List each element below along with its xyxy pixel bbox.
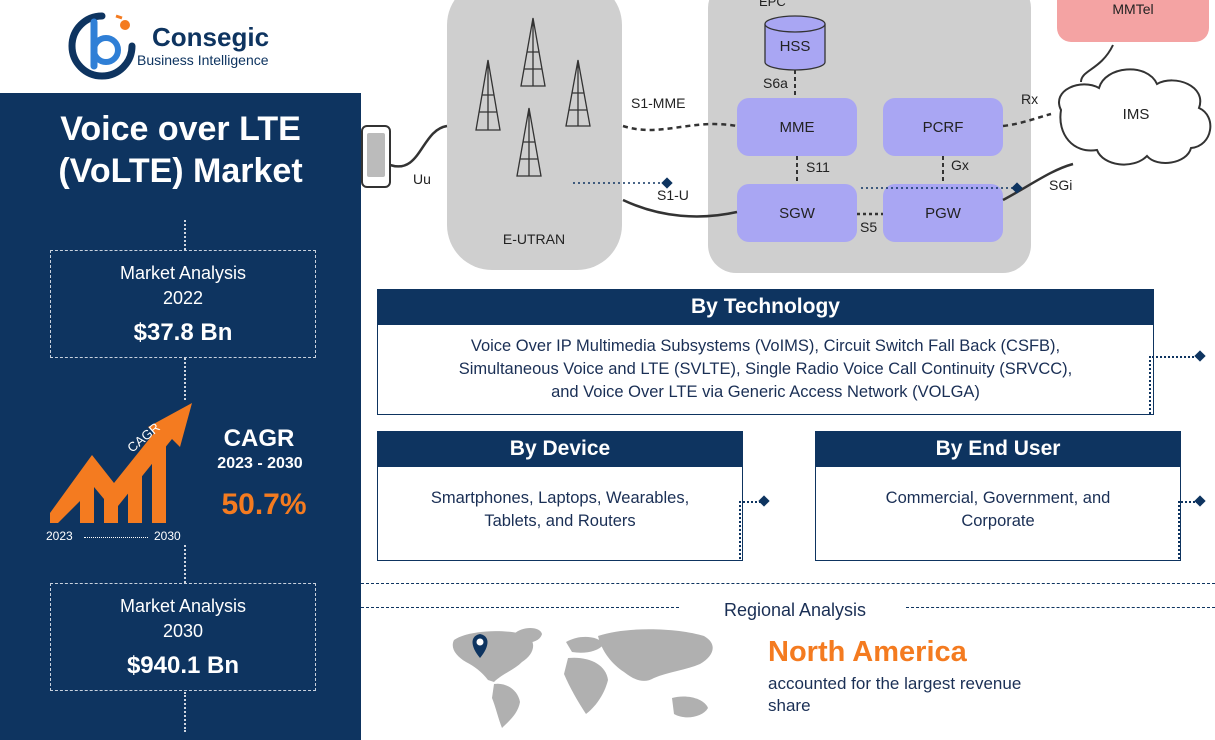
end-user-connector <box>1178 501 1198 559</box>
end-user-line-2: Corporate <box>961 512 1035 530</box>
sgi-label: SGi <box>1049 177 1072 193</box>
ims-label: IMS <box>1123 106 1150 123</box>
technology-line-2: Simultaneous Voice and LTE (SVLTE), Sing… <box>458 360 1073 378</box>
sgw-label: SGW <box>779 205 816 222</box>
sgw-node <box>737 184 857 242</box>
logo-tagline: Business Intelligence <box>137 52 269 68</box>
section-divider <box>361 583 1215 584</box>
title-line-1: Voice over LTE <box>60 110 301 148</box>
ims-cloud <box>1058 68 1212 166</box>
technology-body: Voice Over IP Multimedia Subsystems (VoI… <box>377 325 1154 415</box>
logo-mark-icon <box>68 12 136 80</box>
connector-line <box>184 220 186 250</box>
end-user-line-1: Commercial, Government, and <box>885 489 1111 507</box>
device-header: By Device <box>377 431 743 467</box>
technology-line-1: Voice Over IP Multimedia Subsystems (VoI… <box>470 337 1061 355</box>
location-pin-icon <box>472 634 488 658</box>
end-user-body: Commercial, Government, and Corporate <box>815 467 1181 561</box>
market-2022-label: Market Analysis <box>119 263 247 283</box>
year-range-line <box>84 537 148 538</box>
s11-label: S11 <box>806 159 830 175</box>
connector-line <box>184 545 186 583</box>
device-connector <box>739 501 765 559</box>
epc-label: EPC <box>759 0 786 9</box>
market-2022-box: Market Analysis 2022 $37.8 Bn <box>50 250 316 358</box>
market-2022-value: $37.8 Bn <box>133 319 233 346</box>
market-2022-year: 2022 <box>162 288 204 308</box>
cagr-years: 2023 - 2030 <box>217 455 303 472</box>
regional-line-right <box>906 607 1215 608</box>
mmtel-node <box>1057 0 1209 42</box>
s5-label: S5 <box>860 219 877 235</box>
mme-node <box>737 98 857 156</box>
market-2030-label: Market Analysis <box>119 596 247 616</box>
market-2030-year: 2030 <box>162 621 204 641</box>
market-2030-value: $940.1 Bn <box>126 652 240 679</box>
s1u-label: S1-U <box>657 187 689 203</box>
regional-analysis-label: Regional Analysis <box>723 600 867 620</box>
market-2030-box: Market Analysis 2030 $940.1 Bn <box>50 583 316 691</box>
uu-label: Uu <box>413 171 431 187</box>
hss-node: HSS <box>764 15 826 71</box>
mme-label: MME <box>780 119 815 136</box>
eutran-label: E-UTRAN <box>503 231 565 247</box>
page-title: Voice over LTE (VoLTE) Market <box>0 108 361 192</box>
title-line-2: (VoLTE) Market <box>58 152 303 190</box>
device-line-1: Smartphones, Laptops, Wearables, <box>430 489 690 507</box>
growth-chart-icon: CAGR <box>50 403 192 523</box>
pcrf-label: PCRF <box>923 119 964 136</box>
cagr-start-year: 2023 <box>46 529 73 543</box>
world-map-icon <box>452 628 713 728</box>
logo-brand: Consegic <box>152 22 270 52</box>
hss-label: HSS <box>780 38 811 55</box>
cell-tower-icon <box>475 17 591 177</box>
connector-line <box>184 692 186 732</box>
s6a-label: S6a <box>763 75 788 91</box>
pcrf-node <box>883 98 1003 156</box>
s1mme-label: S1-MME <box>631 95 685 111</box>
gx-label: Gx <box>951 157 969 173</box>
eutran-region <box>447 0 622 270</box>
pgw-label: PGW <box>925 205 962 222</box>
device-line-2: Tablets, and Routers <box>484 512 636 530</box>
regional-line-left <box>361 607 679 608</box>
technology-line-3: and Voice Over LTE via Generic Access Ne… <box>551 383 980 401</box>
device-body: Smartphones, Laptops, Wearables, Tablets… <box>377 467 743 561</box>
end-user-header: By End User <box>815 431 1181 467</box>
top-region: North America <box>768 636 967 668</box>
volte-architecture-diagram: EPC MMTel E-UTRAN Uu HSS S6a MME PCRF SG… <box>361 0 1212 273</box>
connector-line <box>184 358 186 400</box>
cagr-title: CAGR <box>223 425 295 452</box>
cagr-end-year: 2030 <box>154 529 181 543</box>
top-region-description: accounted for the largest revenue share <box>768 674 1022 715</box>
rx-label: Rx <box>1021 91 1038 107</box>
pgw-node <box>883 184 1003 242</box>
cagr-value: 50.7% <box>221 488 307 521</box>
technology-connector <box>1149 356 1201 414</box>
technology-header: By Technology <box>377 289 1154 325</box>
mmtel-label: MMTel <box>1112 1 1153 17</box>
